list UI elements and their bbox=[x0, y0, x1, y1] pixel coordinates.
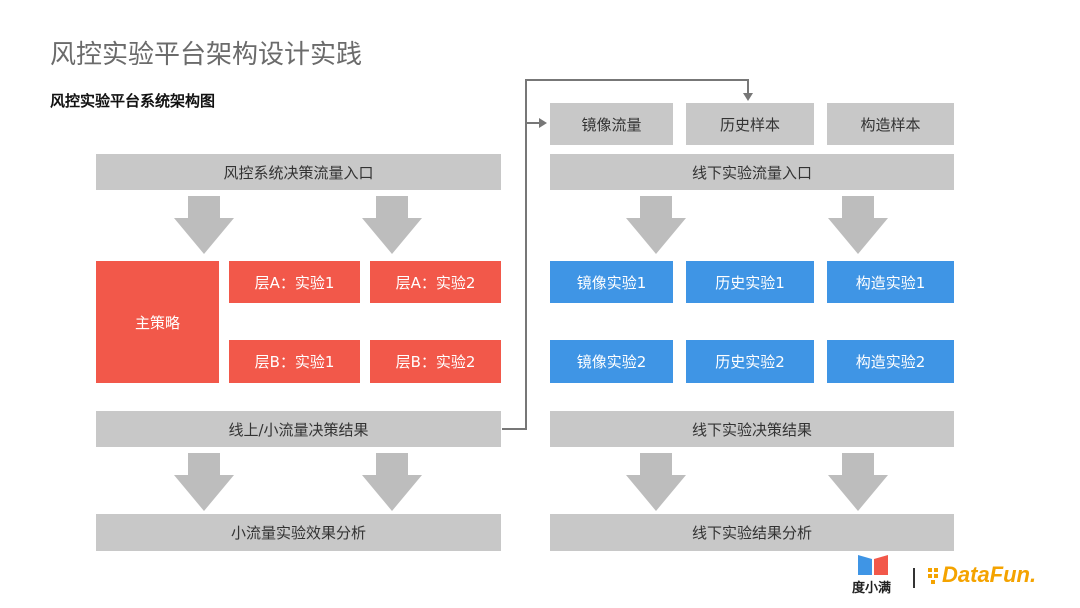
datafun-logo-text: DataFun. bbox=[942, 562, 1037, 587]
source-history-samples: 历史样本 bbox=[686, 103, 814, 145]
offline-traffic-entry: 线下实验流量入口 bbox=[550, 154, 954, 190]
source-constructed-samples-label: 构造样本 bbox=[860, 115, 921, 134]
layer-b-experiment-1-label: 层B：实验1 bbox=[254, 353, 335, 371]
small-traffic-analysis: 小流量实验效果分析 bbox=[96, 514, 501, 551]
down-arrow-icon bbox=[362, 453, 422, 511]
constructed-experiment-2: 构造实验2 bbox=[827, 340, 954, 383]
down-arrow-icon bbox=[626, 196, 686, 254]
footer-divider bbox=[913, 568, 915, 588]
small-traffic-analysis-label: 小流量实验效果分析 bbox=[230, 524, 366, 542]
source-constructed-samples: 构造样本 bbox=[827, 103, 954, 145]
source-mirror-traffic-label: 镜像流量 bbox=[581, 115, 642, 134]
layer-b-experiment-2: 层B：实验2 bbox=[370, 340, 501, 383]
main-strategy-label: 主策略 bbox=[134, 313, 180, 332]
page-title: 风控实验平台架构设计实践 bbox=[50, 40, 363, 70]
offline-decision-result-label: 线下实验决策结果 bbox=[691, 420, 812, 439]
down-arrow-icon bbox=[174, 453, 234, 511]
mirror-experiment-1: 镜像实验1 bbox=[550, 261, 673, 303]
down-arrow-icon bbox=[174, 196, 234, 254]
main-strategy-box: 主策略 bbox=[96, 261, 219, 383]
layer-a-experiment-2: 层A：实验2 bbox=[370, 261, 501, 303]
mirror-experiment-1-label: 镜像实验1 bbox=[576, 273, 647, 292]
constructed-experiment-2-label: 构造实验2 bbox=[855, 353, 926, 371]
history-experiment-1: 历史实验1 bbox=[686, 261, 814, 303]
duxiaoman-logo: 度小满 bbox=[852, 553, 896, 597]
offline-traffic-entry-label: 线下实验流量入口 bbox=[691, 163, 812, 182]
online-decision-result-label: 线上/小流量决策结果 bbox=[228, 420, 369, 439]
offline-result-analysis-label: 线下实验结果分析 bbox=[691, 524, 812, 542]
duxiaoman-logo-icon bbox=[858, 555, 888, 575]
online-decision-result: 线上/小流量决策结果 bbox=[96, 411, 501, 447]
diagram-subtitle: 风控实验平台系统架构图 bbox=[50, 92, 216, 110]
history-experiment-2: 历史实验2 bbox=[686, 340, 814, 383]
layer-a-experiment-1-label: 层A：实验1 bbox=[254, 273, 335, 292]
datafun-dots-icon bbox=[928, 568, 938, 584]
down-arrow-icon bbox=[828, 453, 888, 511]
layer-b-experiment-1: 层B：实验1 bbox=[229, 340, 360, 383]
down-arrow-icon bbox=[828, 196, 888, 254]
constructed-experiment-1-label: 构造实验1 bbox=[855, 273, 926, 292]
down-arrow-icon bbox=[626, 453, 686, 511]
constructed-experiment-1: 构造实验1 bbox=[827, 261, 954, 303]
duxiaoman-logo-label: 度小满 bbox=[852, 581, 892, 596]
mirror-experiment-2-label: 镜像实验2 bbox=[576, 353, 647, 371]
layer-a-experiment-1: 层A：实验1 bbox=[229, 261, 360, 303]
history-experiment-1-label: 历史实验1 bbox=[715, 273, 785, 292]
decision-traffic-entry: 风控系统决策流量入口 bbox=[96, 154, 501, 190]
offline-result-analysis: 线下实验结果分析 bbox=[550, 514, 954, 551]
source-history-samples-label: 历史样本 bbox=[719, 115, 780, 134]
down-arrow-icon bbox=[362, 196, 422, 254]
layer-b-experiment-2-label: 层B：实验2 bbox=[395, 353, 476, 371]
layer-a-experiment-2-label: 层A：实验2 bbox=[395, 273, 476, 292]
mirror-experiment-2: 镜像实验2 bbox=[550, 340, 673, 383]
history-experiment-2-label: 历史实验2 bbox=[715, 353, 785, 371]
offline-decision-result: 线下实验决策结果 bbox=[550, 411, 954, 447]
decision-traffic-entry-label: 风控系统决策流量入口 bbox=[223, 163, 374, 182]
source-mirror-traffic: 镜像流量 bbox=[550, 103, 673, 145]
